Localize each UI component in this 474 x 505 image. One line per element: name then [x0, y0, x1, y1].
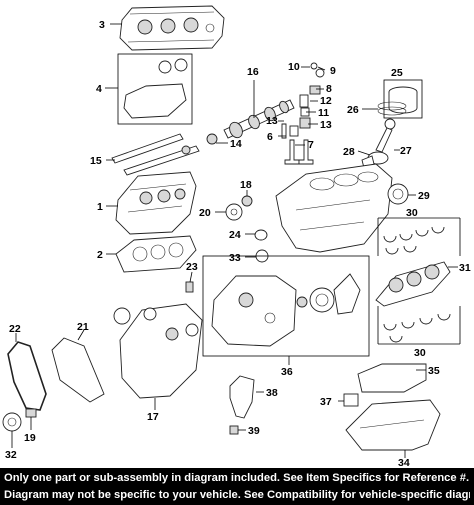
callout-13: 13: [320, 119, 332, 131]
callout-17: 17: [147, 411, 159, 423]
callout-1: 1: [97, 201, 103, 213]
piston-box: [383, 79, 423, 119]
callout-38: 38: [266, 387, 278, 399]
callout-18: 18: [240, 179, 252, 191]
callout-24: 24: [229, 229, 241, 241]
callout-30-lower: 30: [414, 347, 426, 359]
timing-cover-box: [202, 255, 370, 357]
callout-35: 35: [428, 365, 440, 377]
crankshaft-part: [375, 261, 451, 307]
lower-oil-pan-part: [345, 399, 441, 451]
callout-labels: 3 4 16 10 9 8 12 11 13 13 6 7 25 26 27 2…: [5, 19, 471, 468]
callout-25: 25: [391, 67, 403, 79]
engine-block-part: [275, 163, 393, 253]
sensor-part: [185, 281, 194, 293]
callout-7: 7: [308, 139, 314, 151]
timing-chain-left-part: [7, 341, 47, 411]
disclaimer-footer: Only one part or sub-assembly in diagram…: [0, 468, 474, 505]
cylinder-head-part: [115, 171, 197, 235]
callout-11: 11: [318, 107, 329, 119]
disclaimer-line-1: Only one part or sub-assembly in diagram…: [4, 472, 470, 484]
callout-31: 31: [459, 262, 471, 274]
disclaimer-line-2: Diagram may not be specific to your vehi…: [4, 489, 470, 501]
valve-cover-gasket-part: [123, 58, 188, 119]
lower-bearings-part: [383, 313, 451, 343]
rocker-shafts-part: [111, 133, 218, 176]
timing-sprocket-part: [254, 229, 268, 241]
callout-13b: 13: [266, 115, 278, 127]
timing-cover-part: [211, 275, 297, 347]
callout-19: 19: [24, 432, 36, 444]
callout-26: 26: [347, 104, 359, 116]
callout-6: 6: [267, 131, 273, 143]
callout-14: 14: [230, 138, 242, 150]
callout-12: 12: [320, 95, 332, 107]
callout-28: 28: [343, 146, 355, 158]
oil-pump-part: [296, 273, 361, 315]
gasket-kit-box: [117, 53, 193, 125]
callout-4: 4: [96, 83, 102, 95]
callout-33: 33: [229, 252, 241, 264]
callout-15: 15: [90, 155, 102, 167]
engine-parts-diagram: 3 4 16 10 9 8 12 11 13 13 6 7 25 26 27 2…: [2, 5, 471, 468]
valve-cover-part: [119, 5, 225, 51]
bearing-box: [377, 217, 461, 256]
timing-chain-part: [51, 337, 105, 403]
camshaft-part: [223, 99, 295, 139]
callout-8: 8: [326, 83, 332, 95]
crankshaft-gear-part: [225, 203, 243, 221]
drain-plug-part: [229, 425, 239, 435]
oil-pan-gasket-part: [343, 393, 359, 407]
callout-2: 2: [97, 249, 103, 261]
lower-bearing-box: [377, 306, 461, 345]
callout-34: 34: [398, 457, 410, 468]
callout-21: 21: [77, 321, 89, 333]
camshaft-sprocket-part: [241, 195, 253, 207]
callout-37: 37: [320, 396, 332, 408]
callout-23: 23: [186, 261, 198, 273]
front-cover-part: [113, 303, 203, 399]
callout-10: 10: [288, 61, 300, 73]
piston-rings-part: [377, 101, 407, 116]
callout-20: 20: [199, 207, 211, 219]
crank-pulley-part: [2, 412, 22, 432]
piston-part: [388, 86, 418, 114]
callout-9: 9: [330, 65, 336, 77]
callout-30-upper: 30: [406, 207, 418, 219]
callout-36: 36: [281, 366, 293, 378]
oil-pickup-part: [229, 375, 255, 419]
callout-27: 27: [400, 145, 412, 157]
head-gasket-part: [115, 235, 197, 273]
callout-39: 39: [248, 425, 260, 437]
pulley-bolt-part: [25, 408, 37, 418]
callout-29: 29: [418, 190, 430, 202]
upper-bearings-part: [383, 226, 445, 255]
callout-3: 3: [99, 19, 105, 31]
callout-22: 22: [9, 323, 21, 335]
upper-oil-pan-part: [357, 363, 427, 393]
rear-main-seal-part: [387, 183, 409, 205]
connecting-rod-part: [361, 118, 396, 169]
valve-train-parts: [281, 62, 325, 165]
callout-16: 16: [247, 66, 259, 78]
callout-32: 32: [5, 449, 17, 461]
